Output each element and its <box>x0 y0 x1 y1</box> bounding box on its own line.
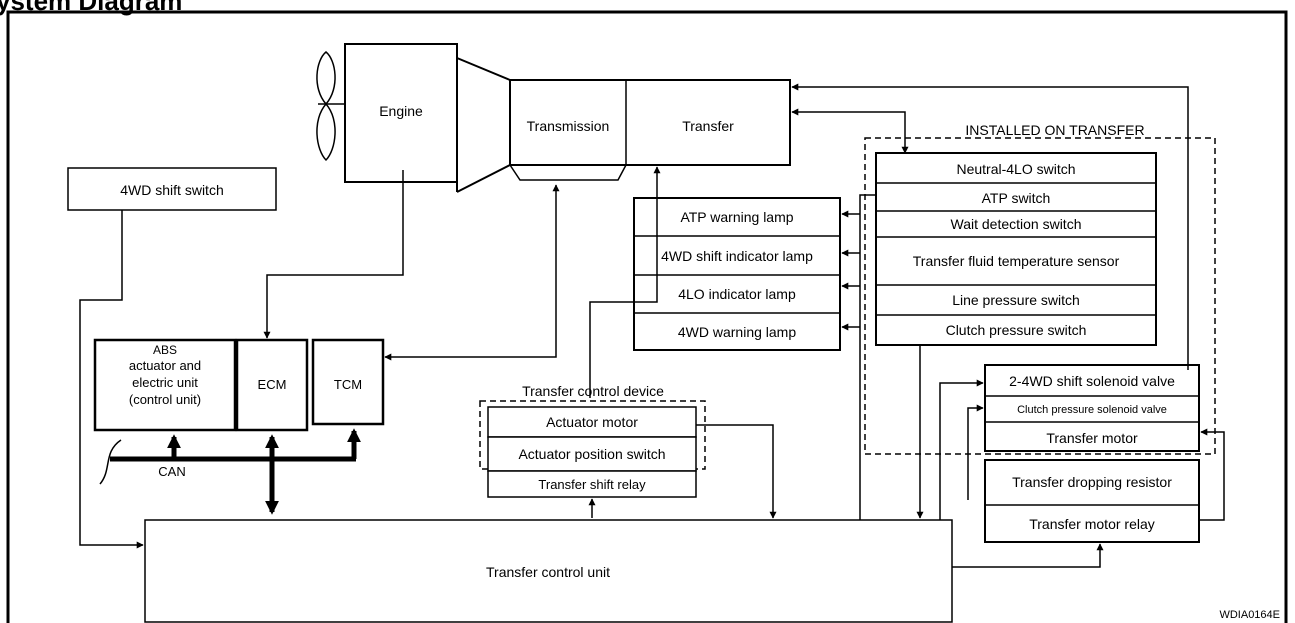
can-bus <box>99 428 361 515</box>
transfer-control-device-label: Transfer control device <box>522 383 664 399</box>
line-pressure-switch: Line pressure switch <box>952 292 1080 308</box>
ecm-label: ECM <box>258 377 287 392</box>
can-label: CAN <box>158 464 185 479</box>
abs-label-line2: actuator and <box>129 358 201 373</box>
abs-label-line4: (control unit) <box>129 392 201 407</box>
tcm-box <box>311 338 385 426</box>
lamp-column <box>633 197 841 351</box>
transfer-label: Transfer <box>682 118 734 134</box>
connection-lines <box>79 83 1225 568</box>
4wd-shift-switch-label: 4WD shift switch <box>120 182 223 198</box>
tcm-label: TCM <box>334 377 362 392</box>
solenoid-stack <box>984 364 1200 452</box>
clutch-pressure-switch: Clutch pressure switch <box>946 322 1087 338</box>
transfer-control-unit-box <box>144 519 953 623</box>
4wd-shift-indicator-lamp: 4WD shift indicator lamp <box>661 248 813 264</box>
engine-box <box>344 43 458 183</box>
transmission-label: Transmission <box>527 118 610 134</box>
4lo-indicator-lamp: 4LO indicator lamp <box>678 286 796 302</box>
neutral-4lo-switch: Neutral-4LO switch <box>956 161 1075 177</box>
section-heading: ystem Diagram <box>0 0 182 16</box>
abs-box <box>93 338 237 432</box>
transfer-motor-relay: Transfer motor relay <box>1029 516 1155 532</box>
installed-on-transfer-frame <box>864 137 1216 455</box>
fan-icon <box>316 51 345 162</box>
abs-label-line1: ABS <box>153 343 177 357</box>
actuator-motor-box <box>487 406 697 438</box>
atp-switch: ATP switch <box>982 190 1051 206</box>
outer-frame <box>6 10 1288 623</box>
transfer-dropping-resistor: Transfer dropping resistor <box>1012 474 1172 490</box>
transfer-shift-relay-box <box>487 470 697 498</box>
installed-on-transfer-label: INSTALLED ON TRANSFER <box>965 122 1144 138</box>
wait-detection-switch: Wait detection switch <box>951 216 1082 232</box>
resistor-relay-stack <box>984 459 1200 543</box>
figure-id: WDIA0164E <box>1219 609 1280 621</box>
bellhousing <box>456 57 511 193</box>
clutch-pressure-solenoid-valve: Clutch pressure solenoid valve <box>1017 404 1167 416</box>
4wd-warning-lamp: 4WD warning lamp <box>678 324 796 340</box>
transfer-shift-relay-label: Transfer shift relay <box>538 477 646 492</box>
actuator-position-switch-box <box>487 436 697 472</box>
2-4wd-shift-solenoid-valve: 2-4WD shift solenoid valve <box>1009 373 1175 389</box>
transfer-motor: Transfer motor <box>1046 430 1138 446</box>
4wd-shift-switch-box <box>67 167 277 211</box>
oil-pan <box>509 164 627 181</box>
atp-warning-lamp: ATP warning lamp <box>680 209 793 225</box>
transmission-transfer-box <box>509 79 791 166</box>
transfer-switch-stack <box>875 152 1157 346</box>
actuator-motor-label: Actuator motor <box>546 414 638 430</box>
actuator-position-switch-label: Actuator position switch <box>518 446 665 462</box>
ecm-box <box>235 338 309 432</box>
abs-label-line3: electric unit <box>132 375 198 390</box>
engine-label: Engine <box>379 103 423 119</box>
transfer-control-unit-label: Transfer control unit <box>486 564 610 580</box>
transfer-fluid-temperature-sensor: Transfer fluid temperature sensor <box>913 253 1120 269</box>
